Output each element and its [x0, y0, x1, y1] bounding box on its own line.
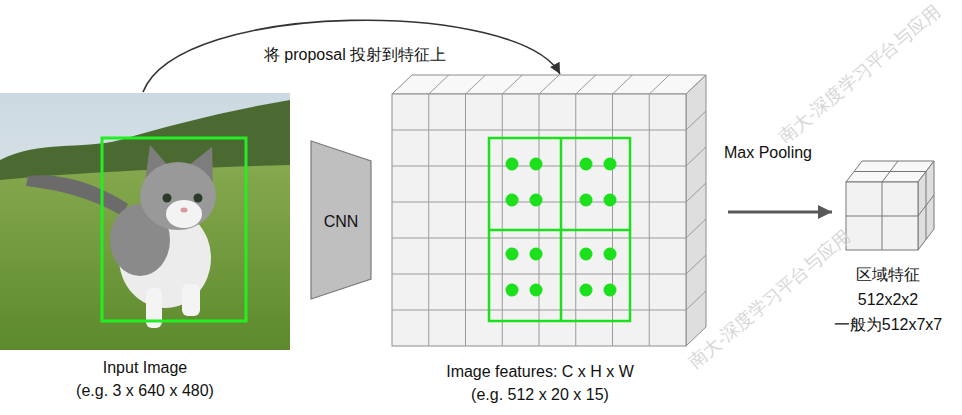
image-size: (e.g. 3 x 640 x 480) — [76, 381, 214, 400]
sample-dot — [580, 158, 593, 171]
watermark: 南大-深度学习平台与应用 — [685, 226, 855, 374]
feature-title: Image features: C x H x W — [446, 362, 634, 381]
sample-dot — [530, 194, 543, 207]
sample-dot — [580, 248, 593, 261]
sample-dot — [604, 194, 617, 207]
feature-size: (e.g. 512 x 20 x 15) — [471, 385, 609, 404]
sample-dot — [506, 248, 519, 261]
feature-grid — [392, 75, 706, 346]
grid-line — [686, 291, 706, 310]
kitten-eye — [194, 194, 203, 203]
grid-line — [392, 238, 686, 239]
sample-dot — [530, 284, 543, 297]
grid-line — [392, 274, 686, 275]
grid-line — [502, 75, 522, 94]
feature-map-side — [686, 75, 706, 346]
grid-line — [686, 183, 706, 202]
region-note: 一般为512x7x7 — [834, 315, 943, 334]
grid-line — [649, 94, 650, 346]
sample-dot — [604, 248, 617, 261]
grid-line — [649, 75, 669, 94]
pooling-arrow — [728, 211, 832, 214]
grid-line — [686, 255, 706, 274]
sample-dot — [604, 284, 617, 297]
feature-map: Image features: C x H x W(e.g. 512 x 20 … — [392, 75, 706, 346]
edge-label: Max Pooling — [721, 143, 815, 162]
grid-line — [539, 94, 540, 346]
sample-dot — [506, 158, 519, 171]
roi-region — [489, 138, 630, 321]
grid-line — [502, 94, 503, 346]
sample-dot — [506, 284, 519, 297]
grid-line — [539, 75, 559, 94]
kitten-leg — [182, 284, 200, 316]
sample-dot — [580, 194, 593, 207]
pooled-cube — [846, 161, 934, 250]
grid-line — [466, 75, 486, 94]
roi-divider — [489, 229, 630, 232]
cube-divider — [926, 172, 927, 240]
edge-label: 将 proposal 投射到特征上 — [261, 45, 449, 64]
feature-map-top — [392, 75, 706, 94]
cnn-label: CNN — [324, 212, 359, 231]
grid-line — [613, 75, 633, 94]
cnn-block: CNN — [310, 140, 372, 300]
cnn-shape — [311, 141, 371, 299]
sample-dot — [604, 158, 617, 171]
grid-line — [465, 94, 466, 346]
sample-dot — [530, 248, 543, 261]
grid-line — [612, 94, 613, 346]
feature-map-front — [392, 94, 686, 346]
kitten-head — [140, 162, 216, 230]
grid-line — [686, 147, 706, 166]
grid-line — [392, 310, 686, 311]
proposal-box — [102, 138, 246, 321]
region-feature: 区域特征512x2x2一般为512x7x7 — [846, 161, 934, 250]
projection-arrow — [143, 20, 560, 92]
sample-dot — [580, 284, 593, 297]
kitten-eye — [163, 194, 172, 203]
cube-front — [846, 182, 918, 250]
grid-line — [686, 111, 706, 130]
kitten-tail — [26, 175, 128, 216]
input-image: Input Image(e.g. 3 x 640 x 480) — [0, 93, 290, 350]
cube-side — [918, 161, 934, 250]
cube-divider — [854, 171, 926, 172]
photo-sky — [0, 93, 290, 350]
grid-line — [392, 130, 686, 131]
kitten-muzzle — [166, 200, 202, 228]
feature-map — [392, 75, 706, 346]
region-size: 512x2x2 — [858, 290, 919, 309]
grid-line — [686, 219, 706, 238]
image-title: Input Image — [103, 358, 188, 377]
grid-line — [428, 94, 429, 346]
grid-line — [575, 94, 576, 346]
region-title: 区域特征 — [856, 265, 920, 284]
grid-line — [429, 75, 449, 94]
kitten-nose — [181, 208, 188, 213]
grid-line — [576, 75, 596, 94]
kitten-photo — [0, 93, 290, 350]
sample-dot — [506, 194, 519, 207]
watermark: 南大-深度学习平台与应用 — [775, 1, 945, 149]
cube-divider — [846, 216, 918, 217]
sample-dots — [506, 158, 617, 297]
sample-dot — [530, 158, 543, 171]
